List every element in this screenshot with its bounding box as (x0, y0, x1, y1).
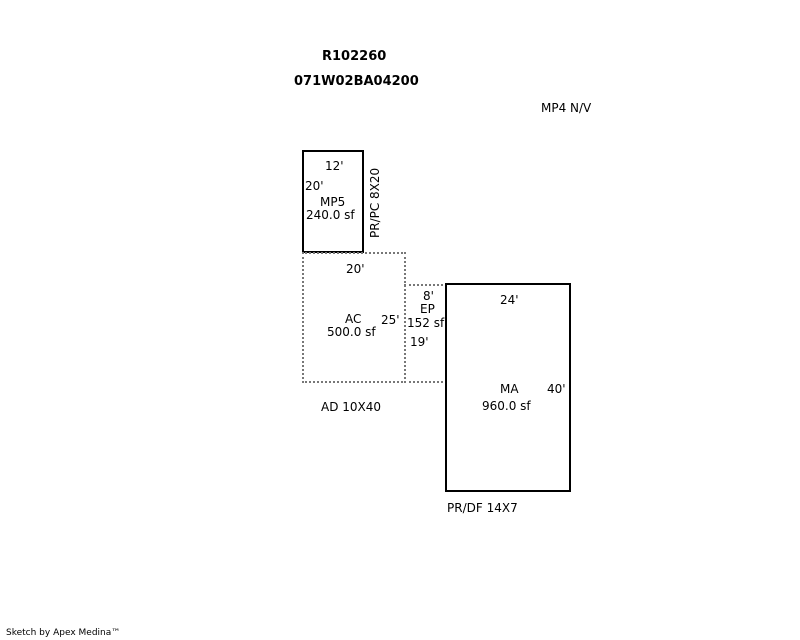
prpc-note: PR/PC 8X20 (368, 167, 382, 238)
ma-area-box (445, 283, 571, 492)
mp5-side-dimension: 20' (305, 179, 324, 193)
map-lot-number: 071W02BA04200 (294, 74, 419, 89)
ma-top-dimension: 24' (500, 293, 519, 307)
prdf-note: PR/DF 14X7 (447, 501, 518, 515)
ma-side-dimension: 40' (547, 382, 566, 396)
ep-code: EP (420, 302, 435, 316)
ac-code: AC (345, 312, 362, 326)
ac-area: 500.0 sf (327, 325, 376, 339)
ep-side-dimension: 19' (410, 335, 429, 349)
mp4-note: MP4 N/V (541, 101, 592, 115)
ep-area: 152 sf (407, 316, 445, 330)
ma-area: 960.0 sf (482, 399, 531, 413)
mp5-code: MP5 (320, 195, 346, 209)
sketch-credit: Sketch by Apex Medina™ (6, 628, 121, 638)
ad-note: AD 10X40 (321, 400, 382, 414)
account-number: R102260 (322, 49, 387, 64)
ep-top-dimension: 8' (423, 289, 434, 303)
mp5-area: 240.0 sf (306, 208, 355, 222)
ac-side-dimension: 25' (381, 313, 400, 327)
ma-code: MA (500, 382, 519, 396)
mp5-top-dimension: 12' (325, 159, 344, 173)
ac-top-dimension: 20' (346, 262, 365, 276)
